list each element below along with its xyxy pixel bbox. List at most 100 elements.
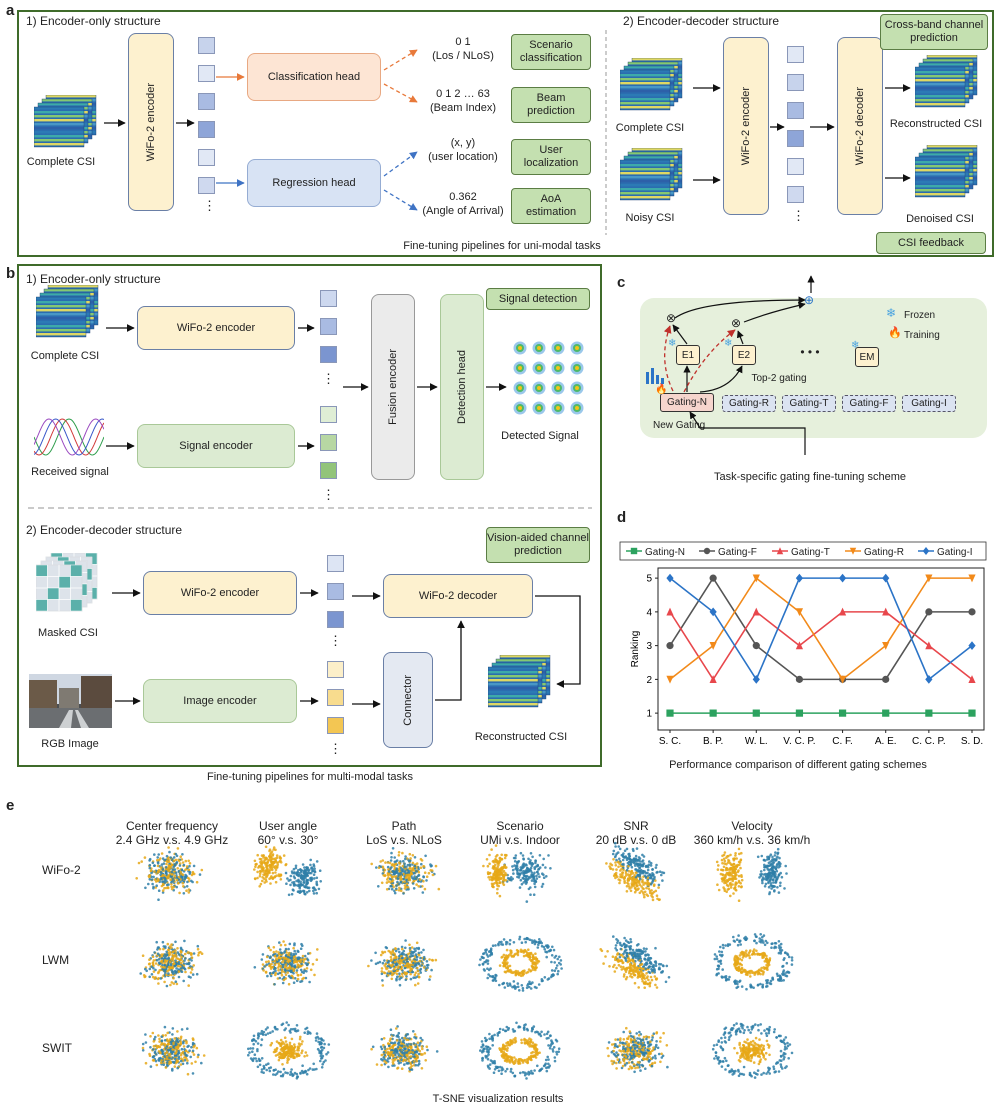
- panel-b-in2: Received signal: [31, 466, 109, 478]
- tsne-point: [634, 956, 638, 960]
- out1-value: 0 1: [455, 36, 471, 48]
- tsne-point: [756, 953, 759, 956]
- tsne-point: [543, 976, 547, 979]
- tsne-point: [292, 981, 296, 984]
- tsne-plot: [605, 841, 666, 902]
- tsne-point: [650, 892, 653, 895]
- tsne-point: [502, 981, 506, 985]
- tsne-point: [286, 877, 289, 880]
- tsne-point: [152, 1055, 156, 1058]
- tsne-point: [626, 861, 630, 865]
- tsne-point: [387, 870, 391, 873]
- tsne-point: [743, 953, 746, 957]
- tsne-point: [511, 868, 515, 872]
- tsne-point: [183, 877, 186, 881]
- otimes-e1: ⊗: [666, 311, 677, 325]
- out3-value: (x, y): [450, 137, 476, 149]
- tsne-point: [274, 973, 277, 977]
- tsne-point: [271, 971, 275, 975]
- tsne-point: [175, 967, 178, 970]
- tsne-point: [535, 959, 538, 963]
- tsne-point: [164, 878, 167, 881]
- tsne-point: [196, 944, 200, 948]
- tsne-point: [507, 969, 511, 972]
- tsne-point: [163, 1055, 166, 1058]
- tsne-point: [253, 1053, 257, 1056]
- tsne-point: [612, 858, 615, 861]
- tsne-point: [645, 976, 649, 980]
- tsne-point: [408, 969, 412, 973]
- tsne-point: [262, 873, 265, 876]
- tsne-point: [387, 868, 390, 871]
- tsne-point: [171, 1069, 174, 1072]
- tsne-point: [662, 964, 665, 968]
- tsne-point: [496, 887, 499, 891]
- tsne-point: [190, 959, 193, 962]
- tsne-point: [184, 859, 188, 863]
- tsne-point: [314, 1039, 318, 1042]
- tsne-point: [761, 973, 765, 976]
- legend-marker: [703, 547, 711, 555]
- tsne-point: [760, 854, 764, 858]
- tsne-point: [188, 961, 191, 965]
- tsne-point: [312, 873, 316, 876]
- tsne-point: [157, 982, 160, 985]
- tsne-point: [188, 862, 192, 865]
- tsne-point: [415, 955, 419, 959]
- tsne-point: [491, 885, 495, 889]
- tsne-point: [765, 864, 768, 868]
- ellipsis: ⋮: [792, 208, 805, 223]
- tsne-point: [774, 942, 778, 945]
- tsne-point: [654, 946, 657, 950]
- tsne-point: [277, 874, 281, 878]
- snowflake-icon: ❄: [886, 306, 897, 320]
- tsne-row-label: WiFo-2: [42, 863, 81, 877]
- tsne-point: [416, 969, 420, 973]
- tsne-point: [654, 879, 657, 882]
- tsne-point: [187, 966, 190, 970]
- tsne-point: [394, 947, 397, 950]
- tsne-point: [604, 955, 607, 958]
- tsne-point: [395, 870, 399, 873]
- tsne-point: [749, 975, 752, 978]
- tsne-point: [498, 881, 502, 885]
- tsne-point: [619, 959, 623, 963]
- tsne-point: [160, 852, 164, 855]
- panel-b-in4: RGB Image: [41, 738, 99, 750]
- tsne-point: [761, 939, 764, 942]
- oplus: ⊕: [804, 293, 815, 307]
- tsne-point: [267, 960, 270, 963]
- tsne-point: [526, 878, 529, 882]
- tsne-point: [301, 954, 305, 958]
- tsne-point: [170, 870, 174, 874]
- tsne-point: [777, 979, 780, 982]
- tsne-point: [284, 973, 288, 977]
- point-gating-n: [838, 709, 847, 717]
- tsne-point: [618, 955, 622, 959]
- tsne-point: [269, 855, 272, 859]
- tsne-point: [166, 1031, 169, 1035]
- tsne-point: [774, 881, 777, 884]
- tsne-point: [156, 948, 159, 951]
- tsne-point: [387, 872, 391, 876]
- tsne-plot: [370, 847, 441, 895]
- tsne-point: [766, 979, 769, 982]
- tsne-point: [381, 950, 384, 954]
- tsne-point: [409, 869, 413, 872]
- tsne-point: [783, 957, 786, 960]
- tsne-point: [165, 883, 169, 887]
- tsne-point: [187, 859, 190, 863]
- tsne-point: [151, 1048, 155, 1051]
- tsne-point: [634, 854, 638, 858]
- tsne-point: [763, 863, 766, 867]
- tsne-point: [156, 879, 159, 883]
- tsne-point: [269, 882, 272, 885]
- tsne-point: [649, 883, 653, 886]
- tsne-point: [181, 881, 185, 885]
- legend-label: Gating-F: [718, 547, 757, 558]
- tsne-point: [637, 986, 640, 989]
- tsne-point: [191, 1037, 195, 1040]
- tsne-point: [506, 961, 509, 964]
- tsne-point: [172, 950, 175, 953]
- tsne-point: [525, 864, 528, 867]
